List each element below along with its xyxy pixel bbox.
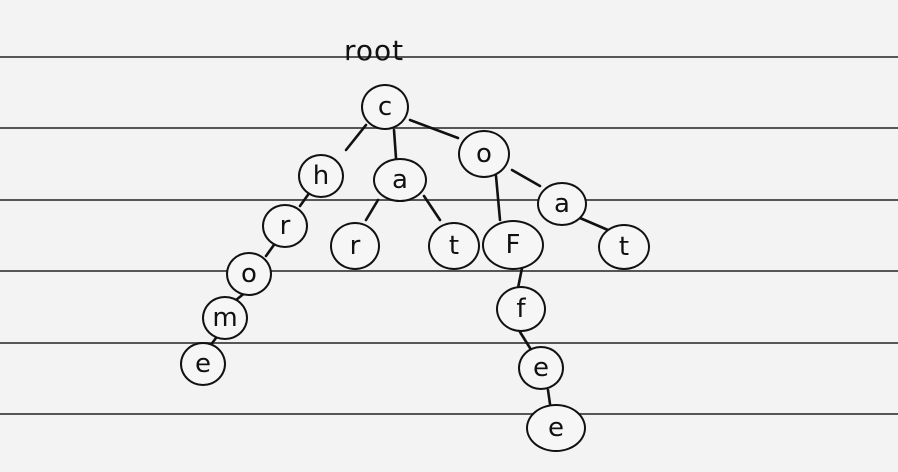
ruled-line [0, 56, 898, 58]
edge-f-e [518, 330, 532, 350]
edge-o-a [510, 168, 542, 188]
node-t-right: t [598, 224, 650, 270]
edge-a-t2 [578, 216, 610, 232]
node-r-left: r [262, 204, 308, 248]
edge-c-h [344, 123, 368, 152]
node-c: c [361, 84, 409, 130]
node-m: m [202, 296, 248, 340]
edge-e-e [546, 388, 552, 406]
root-label: root [344, 34, 405, 67]
node-e-left: e [180, 342, 226, 386]
node-o-left: o [226, 252, 272, 296]
edge-F-f [516, 266, 524, 290]
edge-a-t [422, 194, 442, 222]
ruled-line [0, 342, 898, 344]
node-e-right-2: e [526, 404, 586, 452]
node-f: f [496, 286, 546, 332]
ruled-line [0, 199, 898, 201]
node-a-right: a [537, 182, 587, 226]
edge-c-o [408, 118, 460, 140]
node-e-right-1: e [518, 346, 564, 390]
ruled-line [0, 413, 898, 415]
edge-a-r [364, 198, 380, 222]
ruled-line [0, 270, 898, 272]
node-a-middle: a [373, 158, 427, 202]
node-h: h [298, 154, 344, 198]
edge-o-F [494, 174, 502, 222]
ruled-line [0, 127, 898, 129]
node-t-middle: t [428, 222, 480, 270]
node-r-middle: r [330, 222, 380, 270]
edge-c-a [392, 128, 398, 160]
node-o-right: o [458, 130, 510, 178]
node-F: F [482, 220, 544, 270]
